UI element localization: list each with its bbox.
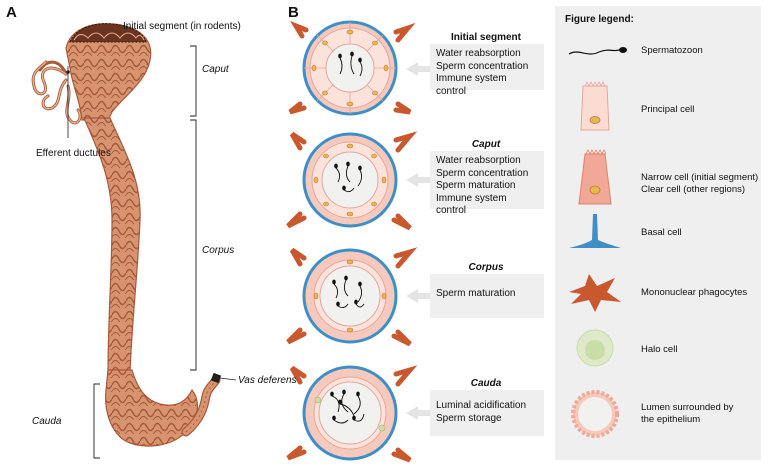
cross-section-corpus bbox=[288, 250, 410, 344]
legend-label-narrow-clear-cell: Narrow cell (initial segment) Clear cell… bbox=[641, 172, 758, 195]
legend-label-principal-cell: Principal cell bbox=[641, 104, 694, 116]
cauda-label: Cauda bbox=[32, 416, 61, 427]
function-box-cauda: Luminal acidification Sperm storage bbox=[430, 390, 544, 436]
narrow-clear-cell-icon bbox=[579, 150, 611, 204]
function-item: Sperm maturation bbox=[436, 180, 538, 193]
function-item: Sperm storage bbox=[436, 413, 538, 426]
basal-cell-icon bbox=[569, 214, 621, 248]
region-title-cauda: Cauda bbox=[428, 378, 544, 389]
legend-label-halo-cell: Halo cell bbox=[641, 344, 677, 356]
caput-label: Caput bbox=[202, 64, 229, 75]
cross-section-caput bbox=[288, 134, 410, 228]
cross-section-cauda bbox=[288, 367, 410, 460]
region-title-caput: Caput bbox=[428, 139, 544, 150]
lumen-icon bbox=[573, 392, 617, 436]
function-item: Water reabsorption bbox=[436, 155, 538, 168]
function-item: Water reabsorption bbox=[436, 48, 538, 61]
cross-section-initial-segment bbox=[290, 16, 410, 120]
function-box-corpus: Sperm maturation bbox=[430, 274, 544, 318]
legend-label-basal-cell: Basal cell bbox=[641, 227, 682, 239]
region-title-corpus: Corpus bbox=[428, 262, 544, 273]
function-item: Sperm maturation bbox=[436, 288, 538, 301]
function-item: Immune system control bbox=[436, 193, 538, 218]
efferent-ductules-label: Efferent ductules bbox=[36, 148, 111, 159]
halo-cell-icon bbox=[577, 330, 613, 366]
connector-arrows bbox=[406, 62, 430, 420]
function-item: Immune system control bbox=[436, 73, 538, 98]
vas-deferens-label: Vas deferens bbox=[238, 375, 297, 386]
region-title-initial-segment: Initial segment bbox=[428, 32, 544, 43]
phagocyte-icon bbox=[569, 274, 621, 312]
function-item: Sperm concentration bbox=[436, 61, 538, 74]
legend-label-spermatozoon: Spermatozoon bbox=[641, 45, 703, 57]
function-item: Luminal acidification bbox=[436, 400, 538, 413]
panel-b-letter: B bbox=[288, 4, 299, 21]
legend-label-phagocyte: Mononuclear phagocytes bbox=[641, 287, 747, 299]
principal-cell-icon bbox=[581, 82, 609, 130]
function-box-caput: Water reabsorption Sperm concentration S… bbox=[430, 151, 544, 209]
spermatozoon-icon bbox=[569, 47, 627, 54]
figure-legend: Figure legend: bbox=[555, 6, 761, 460]
function-item: Sperm concentration bbox=[436, 168, 538, 181]
legend-label-lumen: Lumen surrounded by the epithelium bbox=[641, 402, 733, 425]
function-box-initial-segment: Water reabsorption Sperm concentration I… bbox=[430, 44, 544, 90]
initial-segment-label: Initial segment (in rodents) bbox=[123, 21, 241, 32]
corpus-label: Corpus bbox=[202, 245, 234, 256]
